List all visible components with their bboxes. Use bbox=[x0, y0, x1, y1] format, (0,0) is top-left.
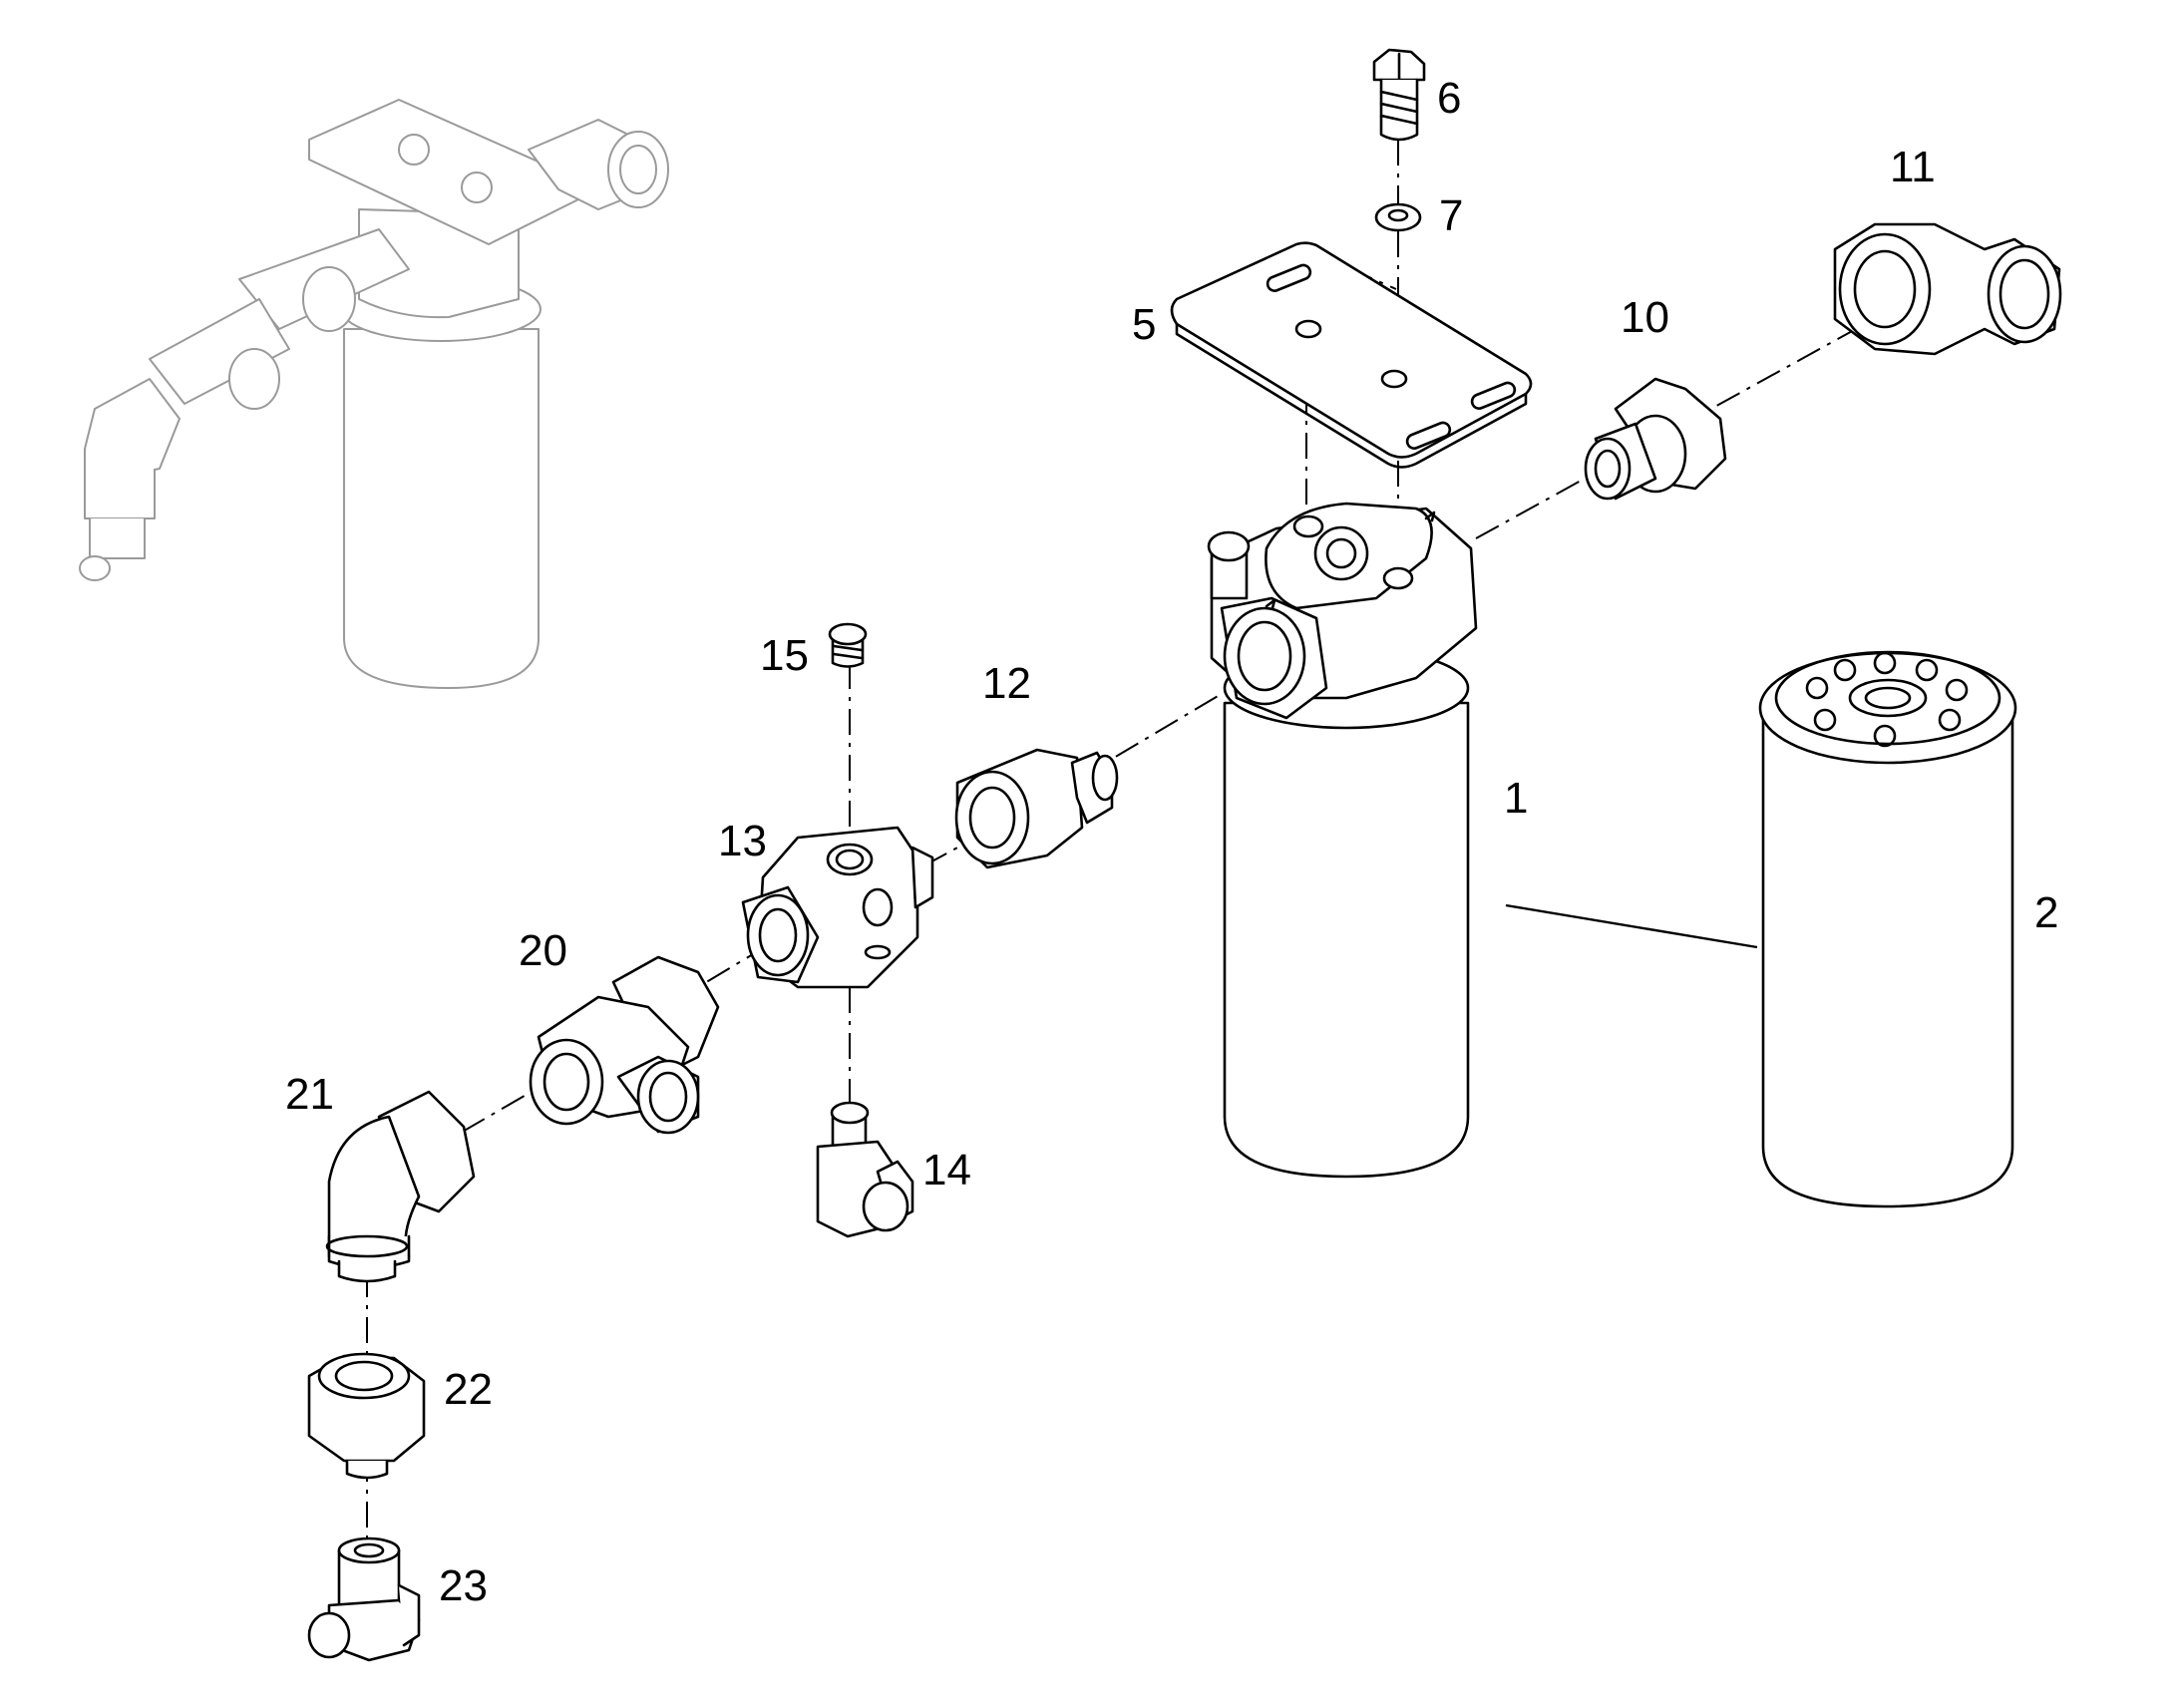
assembly-reference-view bbox=[79, 99, 669, 689]
callout-15: 15 bbox=[760, 631, 809, 680]
part-12-connector bbox=[954, 748, 1119, 869]
part-15-plug bbox=[828, 622, 868, 668]
part-7-washer bbox=[1374, 202, 1422, 232]
callout-14: 14 bbox=[922, 1146, 971, 1195]
callout-1: 1 bbox=[1504, 774, 1528, 823]
part-13-manifold-block bbox=[741, 826, 934, 989]
callout-6: 6 bbox=[1437, 74, 1461, 123]
assembly-axis-lines bbox=[366, 140, 1866, 1545]
callout-11: 11 bbox=[1890, 143, 1936, 191]
callout-5: 5 bbox=[1132, 300, 1156, 349]
callout-12: 12 bbox=[982, 659, 1031, 708]
part-14-banjo-fitting bbox=[816, 1101, 914, 1238]
callout-21: 21 bbox=[285, 1070, 334, 1119]
part-5-mounting-plate bbox=[1170, 241, 1533, 469]
callout-22: 22 bbox=[444, 1365, 493, 1414]
leader-line-1-2 bbox=[1505, 903, 1758, 949]
part-22-reducer bbox=[307, 1352, 426, 1480]
part-11-elbow bbox=[1833, 222, 2062, 356]
part-21-elbow-fitting bbox=[325, 1090, 476, 1283]
part-20-tee-fitting bbox=[529, 955, 720, 1135]
part-1-filter-assembly bbox=[1207, 502, 1478, 1179]
part-23-swivel-fitting bbox=[307, 1537, 421, 1662]
part-2-filter-cartridge bbox=[1758, 650, 2017, 1208]
callout-23: 23 bbox=[439, 1561, 488, 1610]
callout-10: 10 bbox=[1621, 293, 1669, 342]
callout-20: 20 bbox=[519, 926, 567, 975]
callout-13: 13 bbox=[718, 817, 767, 865]
part-10-adapter bbox=[1584, 377, 1727, 501]
callout-7: 7 bbox=[1439, 191, 1463, 240]
callout-2: 2 bbox=[2034, 888, 2058, 937]
callout-labels: 6 7 11 5 10 15 12 1 13 2 20 21 14 22 23 bbox=[285, 74, 2058, 1610]
part-6-bolt bbox=[1372, 48, 1426, 142]
